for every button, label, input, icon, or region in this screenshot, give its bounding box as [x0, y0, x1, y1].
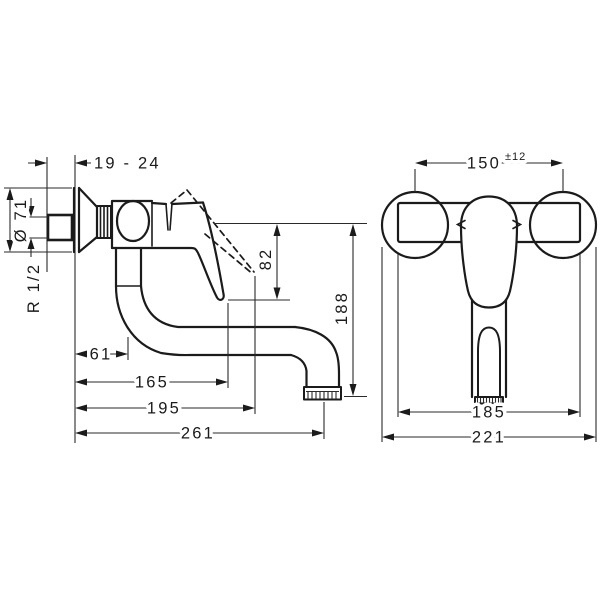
- handle-left-tick: [455, 219, 466, 230]
- dim-label-connection-tolerance: ±12: [505, 151, 526, 163]
- cartridge-notch: [165, 202, 173, 231]
- aerator-front: [474, 396, 504, 405]
- spout-bend-profile: [477, 326, 501, 397]
- dim-lever-drop: 82: [254, 224, 281, 300]
- dim-rosette-diameter: Ø 71: [4, 187, 72, 253]
- dim-label-wall-clearance: 19 - 24: [94, 155, 161, 173]
- dim-spout-pivot: 61: [75, 342, 128, 367]
- dim-label-lever-open-reach: 195: [147, 400, 181, 418]
- dim-label-lever-drop: 82: [257, 248, 275, 271]
- dim-lever-reach: 165: [75, 370, 228, 395]
- spout-front: [470, 288, 508, 405]
- dim-overall-width: 221: [382, 425, 596, 450]
- thread-arrow-up: [27, 238, 35, 249]
- dim-label-overall-height: 188: [333, 291, 351, 325]
- nipple-reference-lines: [24, 216, 48, 239]
- dim-label-rosette-diameter: Ø 71: [12, 198, 30, 243]
- aerator-side: [303, 386, 342, 401]
- dim-body-width: 185: [398, 400, 580, 425]
- thread-arrow-down: [27, 206, 35, 217]
- thread-hatching: [99, 205, 109, 239]
- lever-open-position-dashed: [170, 189, 255, 274]
- dim-lever-open-reach: 195: [75, 396, 255, 421]
- dim-label-lever-reach: 165: [135, 374, 169, 392]
- spout-side: [114, 246, 342, 401]
- front-view-drawing: 150 ±12 185 221: [380, 148, 598, 450]
- overall-width-extensions: [381, 247, 597, 442]
- aerator-hatching: [307, 392, 337, 399]
- dim-label-thread-size: R 1/2: [25, 263, 43, 313]
- dim-overall-reach: 261: [75, 421, 324, 446]
- aerator-hatching-front: [476, 398, 502, 403]
- dim-label-connection-centers: 150: [467, 155, 501, 173]
- thread-nipple: [46, 213, 74, 242]
- ball-joint: [115, 199, 151, 243]
- dim-label-body-width: 185: [472, 404, 506, 422]
- lever-handle-side: [110, 201, 225, 301]
- dim-overall-height: 188: [330, 224, 357, 396]
- body-width-extensions: [397, 254, 581, 417]
- escutcheon: [72, 186, 112, 254]
- dim-wall-clearance: 19 - 24: [28, 151, 162, 176]
- faucet-body: [110, 199, 225, 301]
- lever-handle-front: [459, 195, 519, 309]
- dim-connection-centers: 150 ±12: [414, 148, 564, 192]
- handle-right-tick: [512, 219, 523, 230]
- side-view-drawing: 19 - 24 Ø 71 R 1/2 82 188: [4, 151, 367, 446]
- dim-label-spout-pivot: 61: [90, 346, 113, 364]
- dim-label-overall-reach: 261: [181, 425, 215, 443]
- dim-label-overall-width: 221: [472, 429, 506, 447]
